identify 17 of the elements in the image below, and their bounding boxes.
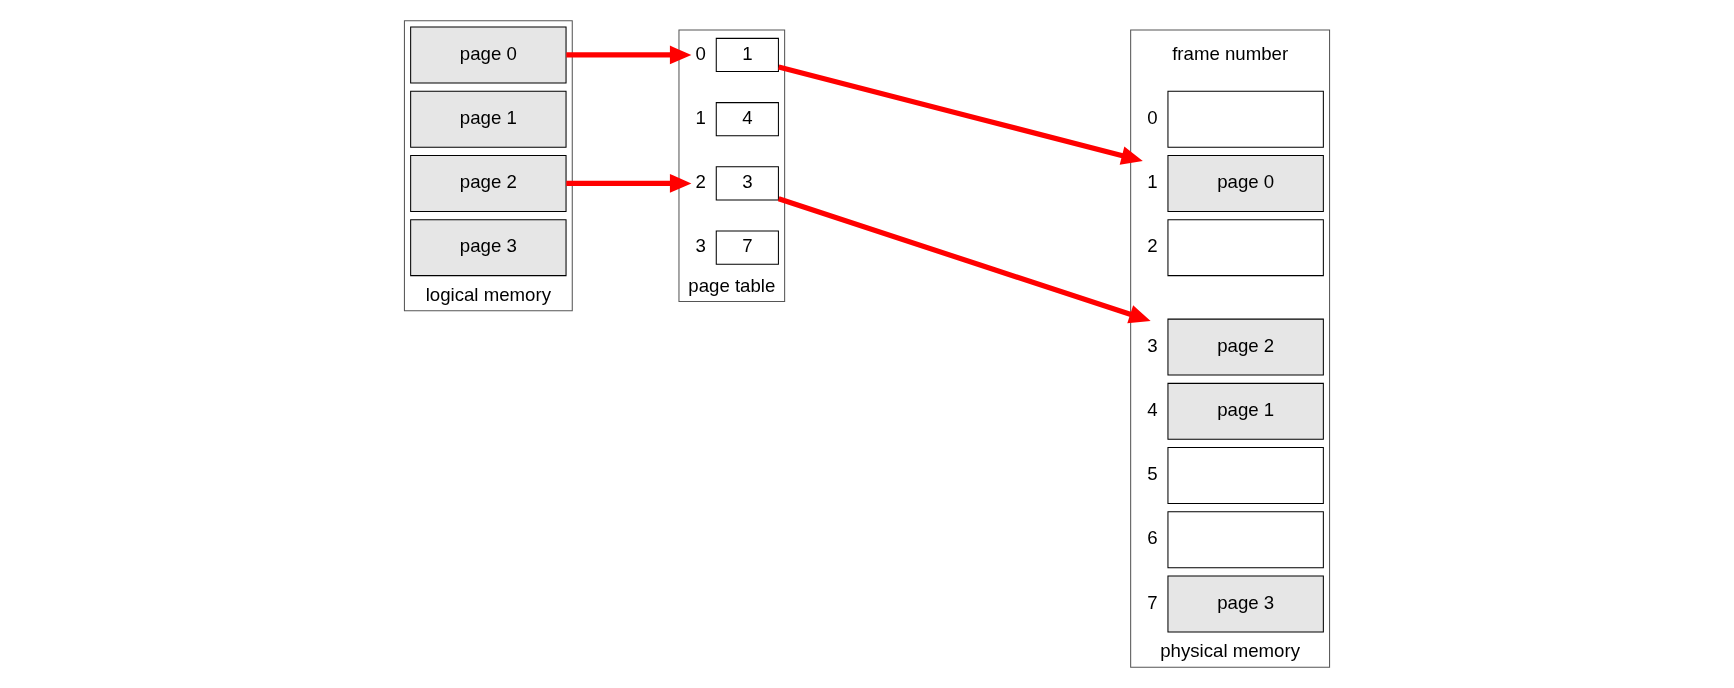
node-label: 4	[1147, 398, 1158, 420]
arrow	[778, 64, 1143, 165]
arrow	[566, 45, 692, 65]
arrow	[566, 174, 692, 193]
node-label: 5	[1147, 463, 1158, 485]
node-label: 1	[1147, 170, 1158, 192]
node-label: 2	[695, 170, 706, 192]
node-label: 3	[1147, 334, 1158, 356]
node-label: 7	[1147, 591, 1158, 613]
node-label: 0	[695, 42, 706, 64]
node-label: 2	[1147, 235, 1158, 257]
arrow	[777, 196, 1151, 324]
node-label: 1	[695, 106, 706, 128]
node-label: 0	[1147, 106, 1158, 128]
node-label: 3	[695, 235, 706, 257]
node-label: 6	[1147, 527, 1158, 549]
label: frame number	[1172, 42, 1289, 64]
